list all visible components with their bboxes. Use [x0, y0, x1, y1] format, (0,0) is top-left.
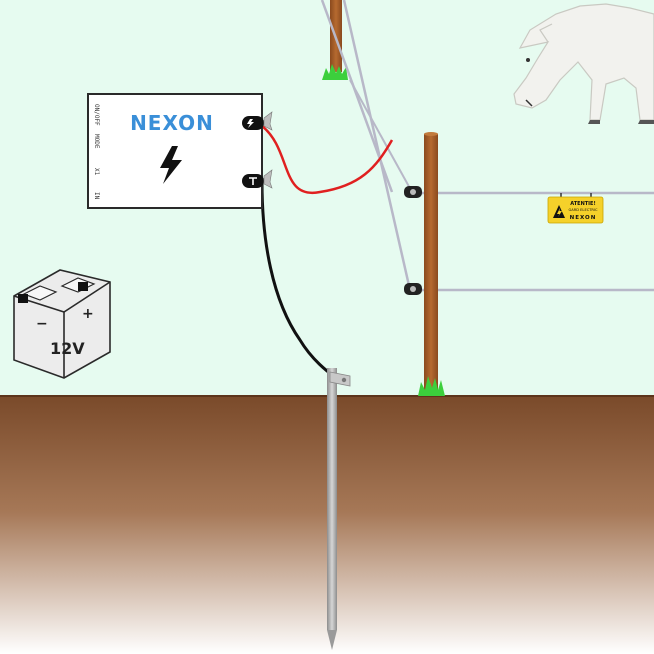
- ground-terminal-icon: [242, 169, 273, 189]
- output-terminal-icon: [242, 111, 273, 131]
- grass-tuft: [322, 64, 348, 80]
- side-label-in: IN: [93, 192, 100, 200]
- ground-stake: [327, 368, 351, 650]
- bolt-icon: [557, 208, 562, 217]
- warning-sign: ATENTIE! GARD ELECTRIC NEXON: [547, 193, 604, 224]
- side-label-x1: X1: [93, 168, 100, 176]
- sign-brand: NEXON: [570, 215, 597, 221]
- sign-title: ATENTIE!: [570, 201, 595, 207]
- sign-subtitle: GARD ELECTRIC: [569, 208, 598, 212]
- lightning-bolt-icon: [160, 146, 182, 184]
- grass-tuft: [418, 376, 445, 396]
- battery-terminal-positive: [78, 282, 88, 291]
- battery-plus-label: +: [82, 306, 94, 322]
- horse-illustration: [513, 3, 654, 124]
- battery-voltage-label: 12V: [50, 339, 85, 358]
- battery-minus-label: −: [36, 316, 48, 332]
- energizer-brand: NEXON: [130, 111, 214, 135]
- insulator-lower-icon: [404, 283, 422, 295]
- black-cable: [260, 181, 337, 380]
- fence-wire-connector: [349, 79, 413, 193]
- main-fence-post: [418, 132, 445, 396]
- fence-wire-slanted-lower: [342, 0, 412, 291]
- insulator-upper-icon: [404, 186, 422, 198]
- fence-energizer: NEXON ON/OFF MODE X1 IN: [87, 93, 273, 209]
- battery-terminal-negative: [18, 294, 28, 303]
- side-label-onoff: ON/OFF: [93, 104, 100, 126]
- side-label-mode: MODE: [93, 134, 100, 149]
- stake-clamp: [329, 371, 351, 387]
- red-cable: [261, 125, 394, 195]
- battery: − + 12V: [13, 269, 111, 379]
